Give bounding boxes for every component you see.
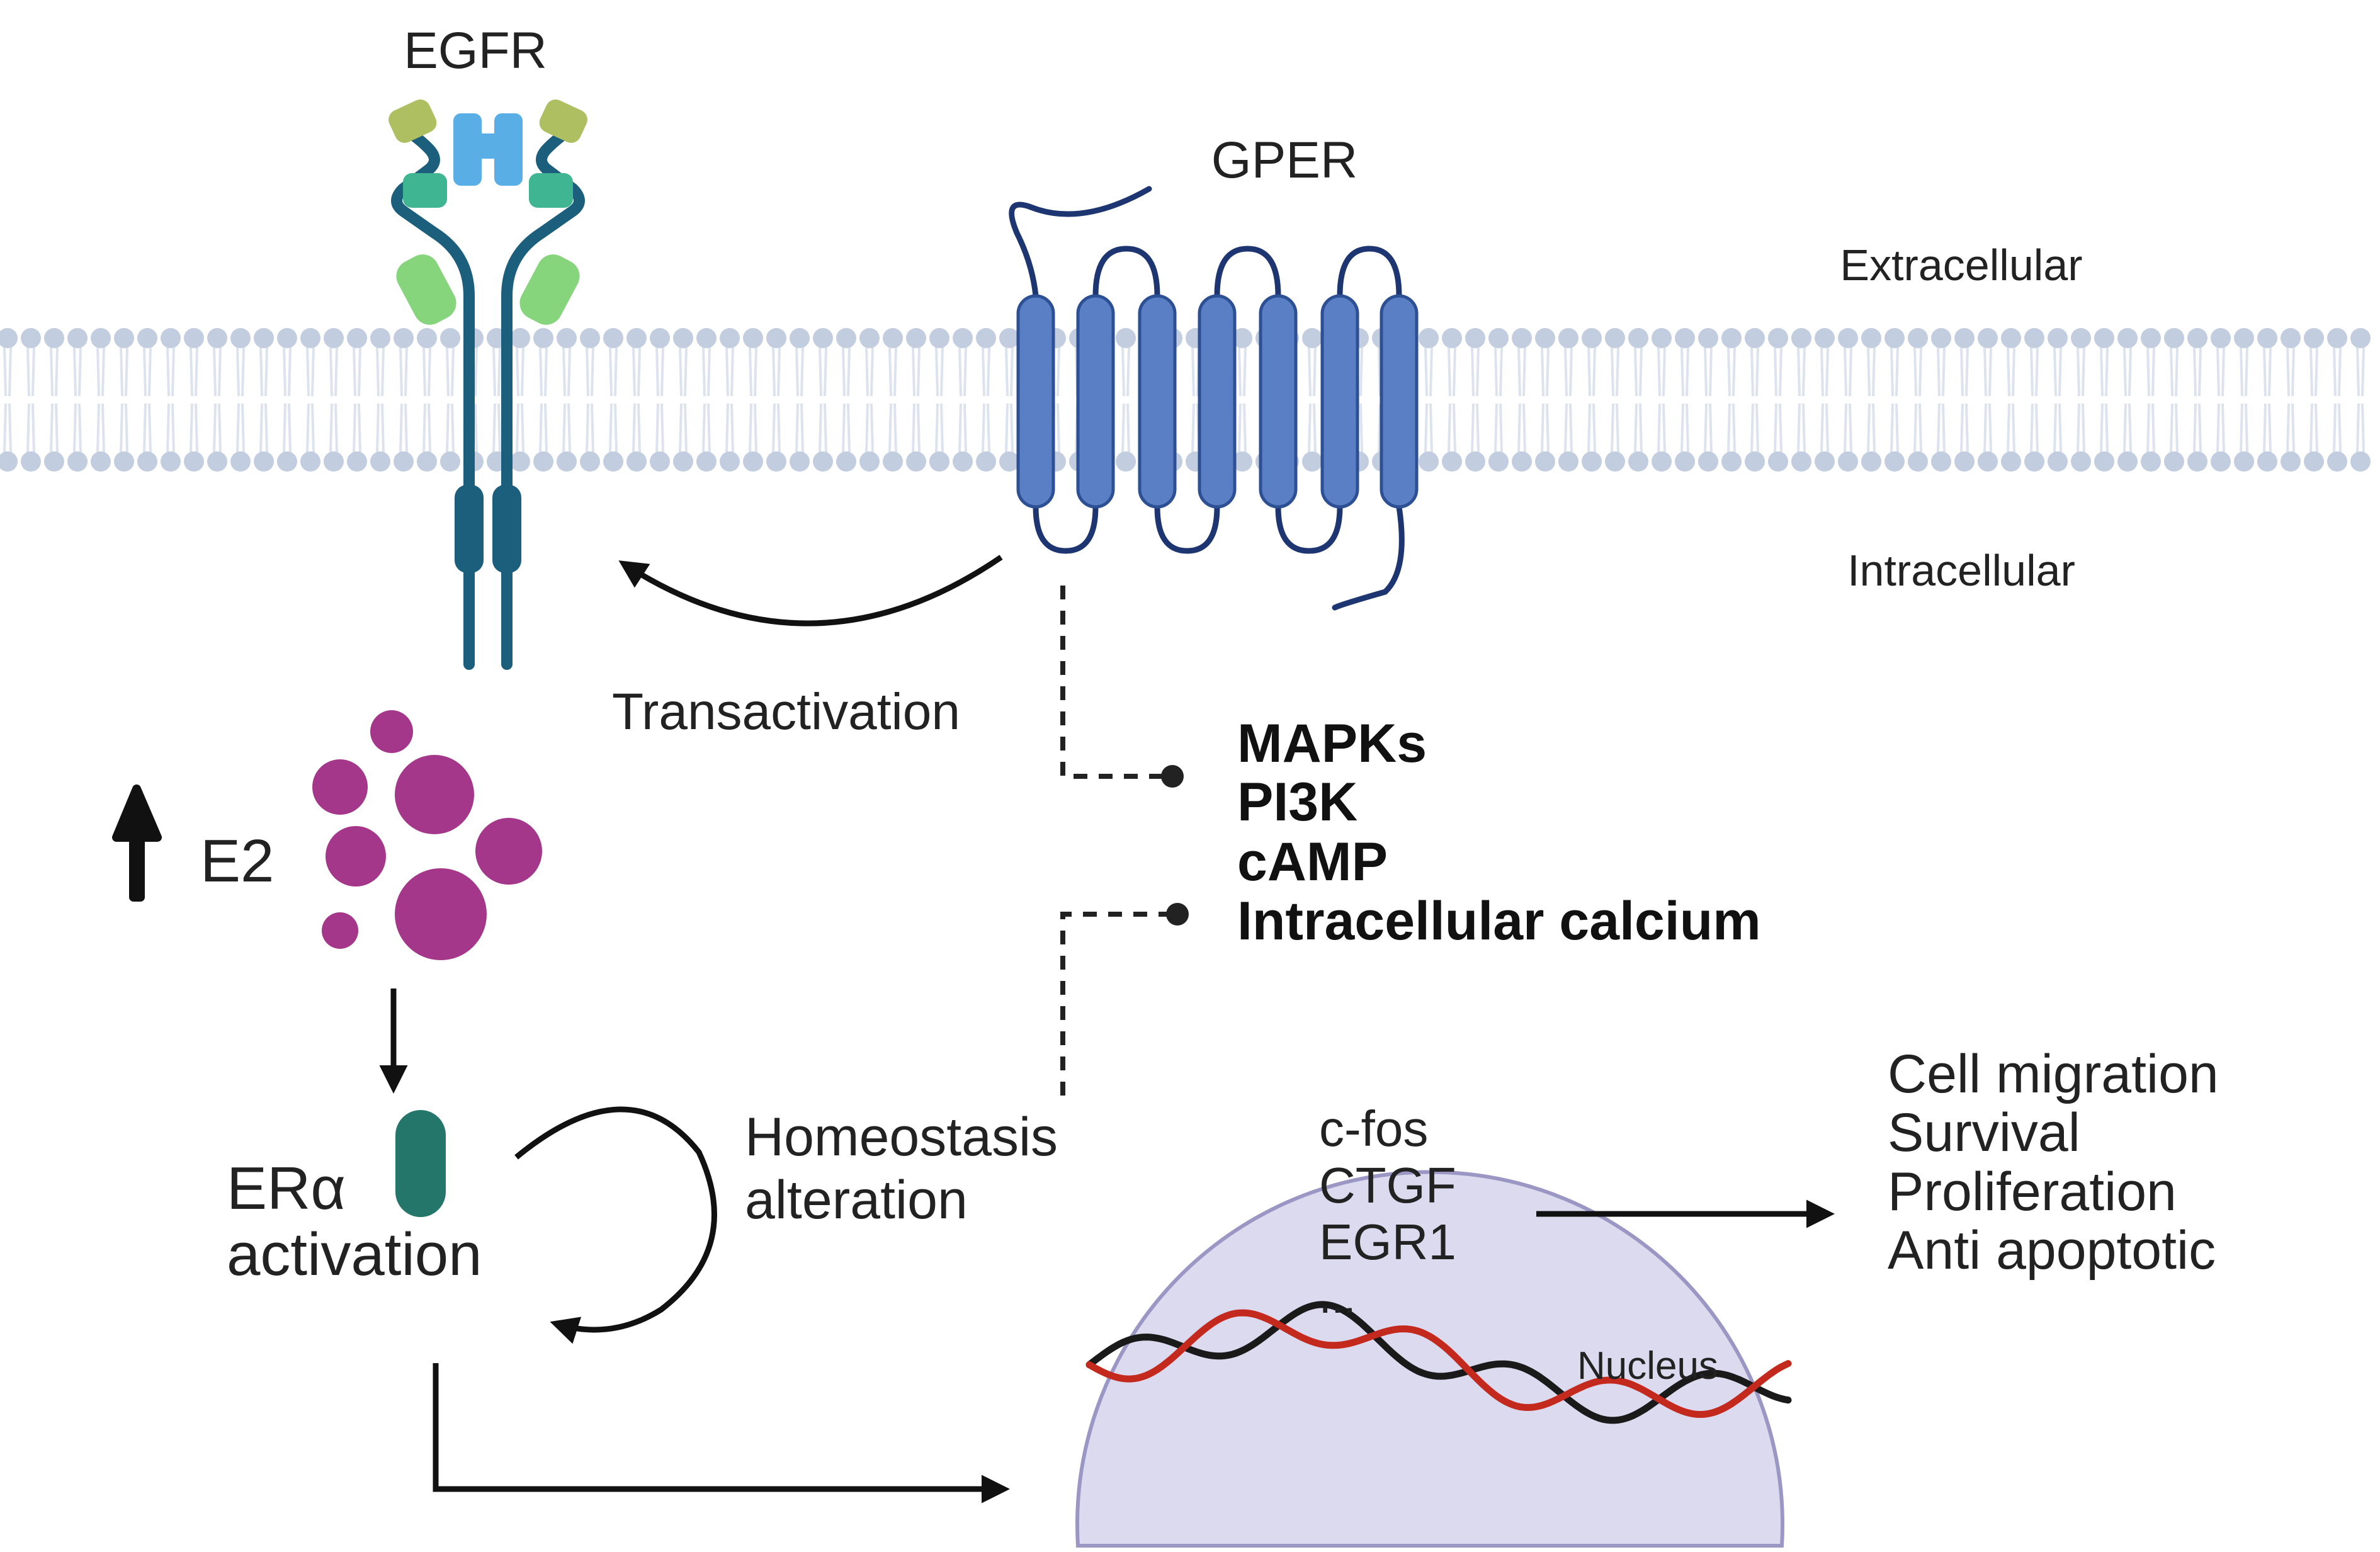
- nucleus-label: Nucleus: [1577, 1344, 1718, 1388]
- e2-label: E2: [200, 827, 274, 895]
- transactivation-arrow: [618, 555, 1003, 626]
- extracellular-label: Extracellular: [1840, 241, 2082, 290]
- membrane-tails: [3, 346, 2365, 453]
- e2-increase-arrow-icon: [112, 784, 162, 902]
- outcome-cell-migration: Cell migration: [1888, 1044, 2219, 1104]
- signal-dot-lower: [1166, 903, 1189, 926]
- outcome-survival: Survival: [1888, 1102, 2080, 1163]
- feedback-loop-arrow: [514, 1106, 717, 1344]
- signal-pi3k: PI3K: [1237, 772, 1357, 832]
- transactivation-label: Transactivation: [612, 683, 960, 740]
- dna-helix-icon: [1085, 1301, 1792, 1424]
- gene-egr1: EGR1: [1319, 1214, 1456, 1270]
- gper-receptor-icon: [1009, 186, 1419, 611]
- signal-dot-upper: [1161, 765, 1184, 788]
- egfr-receptor-icon: [388, 99, 587, 670]
- eralpha-receptor-icon: [395, 1110, 446, 1217]
- homeostasis-label-line1: Homeostasis: [745, 1107, 1058, 1167]
- outcome-proliferation: Proliferation: [1888, 1162, 2177, 1222]
- outcome-anti-apoptotic: Anti apoptotic: [1888, 1220, 2216, 1281]
- gene-ellipsis: ...: [1319, 1273, 1356, 1322]
- e2-molecules-icon: [312, 710, 542, 960]
- signal-dashed-connector-upper: [1060, 586, 1172, 779]
- eralpha-label-line1: ERα: [227, 1155, 346, 1222]
- gene-c-fos: c-fos: [1319, 1101, 1428, 1157]
- eralpha-label-line2: activation: [227, 1221, 482, 1288]
- signal-intracellular-calcium: Intracellular calcium: [1237, 891, 1761, 951]
- gene-ctgf: CTGF: [1319, 1157, 1456, 1213]
- egfr-label: EGFR: [404, 22, 547, 79]
- gper-label: GPER: [1211, 132, 1357, 189]
- nucleus-shape: [1075, 1170, 1784, 1548]
- cell-membrane: [0, 328, 2371, 472]
- signal-dashed-connector-lower: [1060, 912, 1177, 1096]
- eralpha-to-nucleus-arrow: [433, 1363, 1010, 1504]
- signal-camp: cAMP: [1237, 832, 1388, 892]
- signal-mapks: MAPKs: [1237, 713, 1427, 774]
- intracellular-label: Intracellular: [1847, 546, 2075, 595]
- homeostasis-label-line2: alteration: [745, 1170, 968, 1230]
